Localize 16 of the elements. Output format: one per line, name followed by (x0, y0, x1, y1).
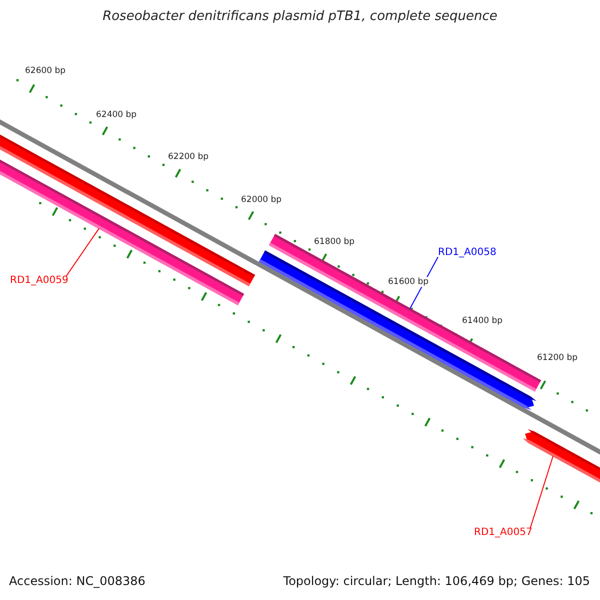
accession-text: Accession: NC_008386 (9, 574, 146, 588)
tick-label: 62600 bp (24, 66, 67, 76)
tick-label: 61400 bp (461, 316, 504, 326)
leader-line (530, 456, 554, 528)
gene-label: RD1_A0059 (10, 275, 68, 286)
leader-line (66, 228, 100, 276)
gene-label: RD1_A0058 (438, 247, 496, 258)
tick-label: 62000 bp (240, 195, 283, 205)
tick-label: 61600 bp (387, 277, 430, 287)
tick-label: 62400 bp (95, 110, 138, 120)
summary-text: Topology: circular; Length: 106,469 bp; Genes: 105 (283, 574, 590, 588)
tick-label: 62200 bp (167, 152, 210, 162)
gene-label: RD1_A0057 (474, 527, 532, 538)
tick-label: 61800 bp (313, 237, 356, 247)
title: Roseobacter denitrificans plasmid pTB1, complete sequence (102, 9, 498, 24)
tick-label: 61200 bp (536, 353, 579, 363)
